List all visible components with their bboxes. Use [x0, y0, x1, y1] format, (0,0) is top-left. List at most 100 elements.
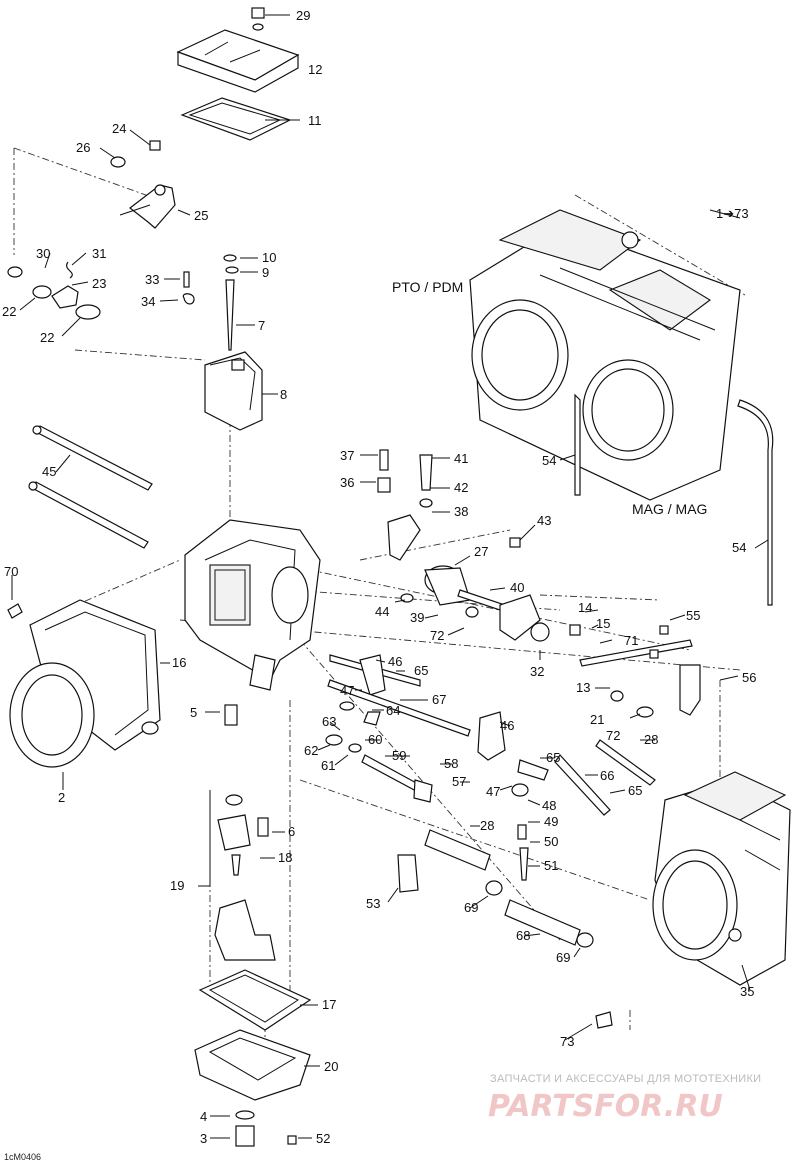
callout-label: 40 — [510, 580, 524, 595]
intake-assembly — [7, 599, 161, 768]
callout-label: 47 — [486, 784, 500, 799]
watermark: ЗАПЧАСТИ И АКСЕССУАРЫ ДЛЯ МОТОТЕХНИКИ PA… — [488, 1073, 761, 1124]
callout-label: 43 — [537, 513, 551, 528]
callout-label: 18 — [278, 850, 292, 865]
callout-label: 69 — [464, 900, 478, 915]
callout-label: 50 — [544, 834, 558, 849]
callout-label: 36 — [340, 475, 354, 490]
callout-label: 55 — [686, 608, 700, 623]
callout-label: 26 — [76, 140, 90, 155]
needle-parts — [182, 254, 239, 351]
callout-label: 47 — [340, 683, 354, 698]
callout-label: 56 — [742, 670, 756, 685]
pto-label: PTO / PDM — [392, 279, 463, 295]
callout-label: 64 — [386, 703, 400, 718]
callout-label: 3 — [200, 1131, 207, 1146]
callout-label: 73 — [560, 1034, 574, 1049]
callout-label: 8 — [280, 387, 287, 402]
callout-label: 24 — [112, 121, 126, 136]
callout-label: 33 — [145, 272, 159, 287]
callout-label: 65 — [414, 663, 428, 678]
callout-label: 28 — [644, 732, 658, 747]
callout-label: 25 — [194, 208, 208, 223]
figure-id: 1cM0406 — [4, 1152, 41, 1162]
callout-label: 46 — [500, 718, 514, 733]
callout-label: 20 — [324, 1059, 338, 1074]
callout-label: 31 — [92, 246, 106, 261]
carb-assembly-top-right — [469, 209, 774, 606]
callout-label: 39 — [410, 610, 424, 625]
callout-label: 58 — [444, 756, 458, 771]
callout-label: 28 — [480, 818, 494, 833]
callout-label: 21 — [590, 712, 604, 727]
callout-label: 12 — [308, 62, 322, 77]
callout-label: 51 — [544, 858, 558, 873]
callout-label: 65 — [628, 783, 642, 798]
callout-label: 45 — [42, 464, 56, 479]
callout-label: 13 — [576, 680, 590, 695]
callout-label: 67 — [432, 692, 446, 707]
callout-label: 49 — [544, 814, 558, 829]
shaft-linkage — [325, 449, 701, 1029]
callout-numbers: 29 12 11 24 26 25 1➔73 30 31 23 10 9 33 … — [2, 8, 756, 1146]
leader-lines — [11, 14, 769, 1139]
callout-label: 52 — [316, 1131, 330, 1146]
callout-label: 41 — [454, 451, 468, 466]
callout-label: 4 — [200, 1109, 207, 1124]
mag-label: MAG / MAG — [632, 501, 707, 517]
callout-label: 19 — [170, 878, 184, 893]
callout-label: 46 — [388, 654, 402, 669]
callout-label: 62 — [304, 743, 318, 758]
callout-label: 9 — [262, 265, 269, 280]
callout-label: 42 — [454, 480, 468, 495]
callout-label: 14 — [578, 600, 592, 615]
callout-label: 44 — [375, 604, 389, 619]
callout-label: 11 — [308, 113, 322, 128]
callout-label: 5 — [190, 705, 197, 720]
callout-label: 10 — [262, 250, 276, 265]
callout-label: 70 — [4, 564, 18, 579]
callout-label: 54 — [542, 453, 556, 468]
callout-label: 2 — [58, 790, 65, 805]
callout-label: 35 — [740, 984, 754, 999]
callout-label: 7 — [258, 318, 265, 333]
callout-label: 27 — [474, 544, 488, 559]
watermark-brand: PARTSFOR.RU — [488, 1089, 723, 1124]
callout-label: 37 — [340, 448, 354, 463]
callout-label: 30 — [36, 246, 50, 261]
callout-label: 22 — [2, 304, 16, 319]
callout-label: 57 — [452, 774, 466, 789]
callout-label: 23 — [92, 276, 106, 291]
float-bowl-group — [194, 794, 312, 1147]
callout-label: 59 — [392, 748, 406, 763]
carb-body-center — [184, 519, 321, 726]
callout-label: 65 — [546, 750, 560, 765]
callout-label: 22 — [40, 330, 54, 345]
watermark-tagline: ЗАПЧАСТИ И АКСЕССУАРЫ ДЛЯ МОТОТЕХНИКИ — [490, 1073, 761, 1085]
callout-label: 48 — [542, 798, 556, 813]
callout-label: 16 — [172, 655, 186, 670]
callout-label: 66 — [600, 768, 614, 783]
callout-label: 69 — [556, 950, 570, 965]
throttle-lever-group — [110, 140, 176, 229]
carb-body-right — [652, 771, 791, 986]
long-bolts — [28, 425, 153, 549]
callout-label: 34 — [141, 294, 155, 309]
callout-label: 6 — [288, 824, 295, 839]
callout-label: 68 — [516, 928, 530, 943]
small-parts-left — [7, 261, 101, 320]
callout-label: 72 — [606, 728, 620, 743]
callout-label: 29 — [296, 8, 310, 23]
callout-label: 61 — [321, 758, 335, 773]
slide — [204, 351, 263, 431]
callout-label: 63 — [322, 714, 336, 729]
callout-label: 32 — [530, 664, 544, 679]
callout-label: 17 — [322, 997, 336, 1012]
callout-label: 71 — [624, 633, 638, 648]
callout-label: 15 — [596, 616, 610, 631]
callout-label: 38 — [454, 504, 468, 519]
callout-label: 60 — [368, 732, 382, 747]
callout-label: 1➔73 — [716, 206, 749, 221]
callout-label: 72 — [430, 628, 444, 643]
